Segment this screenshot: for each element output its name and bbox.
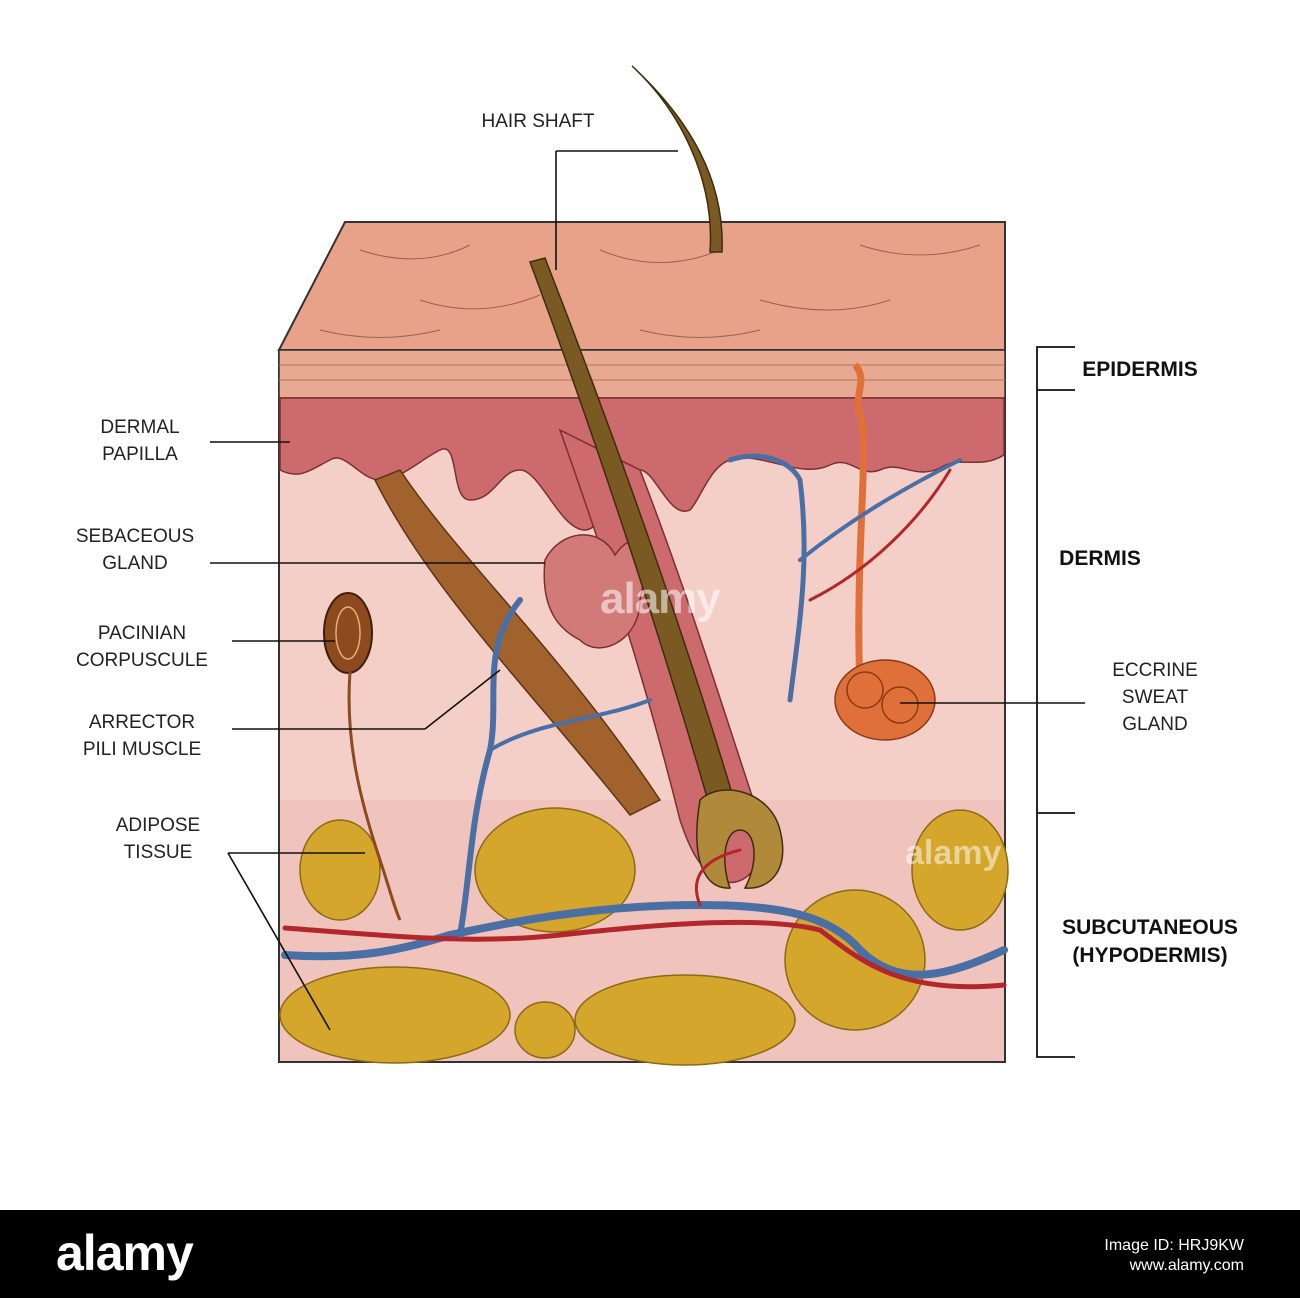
pacinian-corpuscle — [323, 592, 373, 674]
label-pacinian-corpuscle: PACINIAN CORPUSCULE — [52, 620, 232, 674]
footer-site: www.alamy.com — [1129, 1257, 1244, 1274]
label-eccrine-line2: SWEAT — [1121, 687, 1189, 708]
layer-subcutaneous-line2: (HYPODERMIS) — [1072, 944, 1228, 967]
footer-bar: alamy Image ID: HRJ9KW www.alamy.com — [0, 1210, 1300, 1298]
label-sebaceous-gland: SEBACEOUS GLAND — [60, 523, 210, 577]
epidermis-front — [278, 349, 1006, 399]
hair-above-surface — [631, 65, 723, 253]
label-sebaceous-gland-line2: GLAND — [102, 553, 168, 574]
sweat-duct — [852, 362, 868, 691]
label-arrector-pili-line1: ARRECTOR — [88, 712, 196, 733]
label-arrector-pili-muscle: ARRECTOR PILI MUSCLE — [52, 709, 232, 763]
layer-label-subcutaneous: SUBCUTANEOUS (HYPODERMIS) — [1045, 914, 1255, 970]
label-eccrine-sweat-gland: ECCRINE SWEAT GLAND — [1085, 657, 1225, 738]
label-pacinian-corpuscle-line1: PACINIAN — [97, 623, 187, 644]
layer-epidermis-text: EPIDERMIS — [1082, 358, 1198, 381]
label-dermal-papilla-line2: PAPILLA — [102, 444, 178, 465]
label-dermal-papilla-line1: DERMAL — [100, 417, 180, 438]
pacinian-nerve — [347, 671, 402, 921]
footer-image-id: Image ID: HRJ9KW — [1104, 1237, 1244, 1254]
label-sebaceous-gland-line1: SEBACEOUS — [75, 526, 195, 547]
leader-lines — [210, 150, 1085, 1031]
epidermis-texture — [319, 244, 981, 338]
arrector-pili-muscle — [373, 469, 662, 816]
layer-dermis-text: DERMIS — [1059, 547, 1141, 570]
label-adipose-tissue: ADIPOSE TISSUE — [88, 812, 228, 866]
label-adipose-tissue-line1: ADIPOSE — [115, 815, 201, 836]
label-pacinian-corpuscle-line2: CORPUSCULE — [76, 650, 208, 671]
label-dermal-papilla: DERMAL PAPILLA — [70, 414, 210, 468]
layer-label-dermis: DERMIS — [1040, 545, 1160, 573]
hair-bulb — [696, 789, 784, 889]
label-eccrine-line3: GLAND — [1122, 714, 1188, 735]
footer-info: Image ID: HRJ9KW www.alamy.com — [1104, 1236, 1244, 1276]
label-adipose-tissue-line2: TISSUE — [123, 842, 193, 863]
sweat-gland-coil — [834, 659, 936, 741]
label-arrector-pili-line2: PILI MUSCLE — [82, 739, 202, 760]
layer-subcutaneous-line1: SUBCUTANEOUS — [1062, 916, 1238, 939]
label-eccrine-line1: ECCRINE — [1112, 660, 1198, 681]
label-hair-shaft: HAIR SHAFT — [458, 108, 618, 135]
layer-label-epidermis: EPIDERMIS — [1060, 356, 1220, 384]
sebaceous-gland — [543, 534, 645, 649]
layer-bracket — [1036, 346, 1075, 1058]
skin-cross-section-diagram — [210, 65, 1085, 1066]
label-hair-shaft-text: HAIR SHAFT — [481, 111, 595, 132]
blood-vessels — [281, 453, 1008, 990]
footer-logo: alamy — [56, 1225, 194, 1281]
